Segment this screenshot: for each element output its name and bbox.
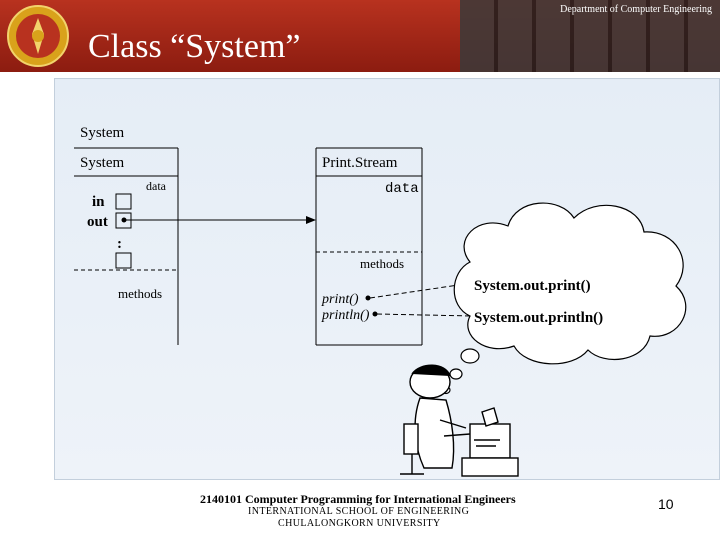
slide-header: Department of Computer Engineering Class… [0,0,720,72]
system-box [74,147,179,345]
thought-line-println: System.out.println() [474,310,603,326]
printstream-box [315,147,423,346]
print-call-line [369,282,473,299]
printstream-data-label: data [385,181,419,197]
printstream-methods-label: methods [360,256,404,271]
field-ellipsis: : [117,236,122,252]
person-at-computer-icon [400,364,519,477]
printstream-title: Print.Stream [322,155,398,171]
school-name: INTERNATIONAL SCHOOL OF ENGINEERING [248,506,470,517]
method-print: print() [321,292,359,307]
slide-title: Class “System” [88,28,301,65]
outer-system-label: System [80,125,125,141]
university-seal-icon [7,5,69,67]
field-in-label: in [92,194,105,210]
thought-cloud [441,202,687,395]
field-out-label: out [87,214,108,230]
slide-footer [0,482,720,540]
field-in-slot [115,193,132,210]
university-name: CHULALONGKORN UNIVERSITY [278,518,441,529]
arrow-head [306,216,316,224]
course-title: 2140101 Computer Programming for Interna… [200,492,516,506]
system-box-title: System [80,155,125,171]
keyboard-image [460,0,720,72]
system-methods-label: methods [118,286,162,301]
thought-line-print: System.out.print() [474,278,591,294]
method-println: println() [321,308,370,323]
page-number: 10 [658,496,674,512]
print-dot [365,295,371,301]
content-panel [54,78,720,480]
department-name: Department of Computer Engineering [560,4,712,15]
field-out-dot [121,217,127,223]
println-dot [372,311,378,317]
println-call-line [376,313,473,317]
system-data-label: data [146,179,167,193]
field-more-slot [115,252,132,269]
